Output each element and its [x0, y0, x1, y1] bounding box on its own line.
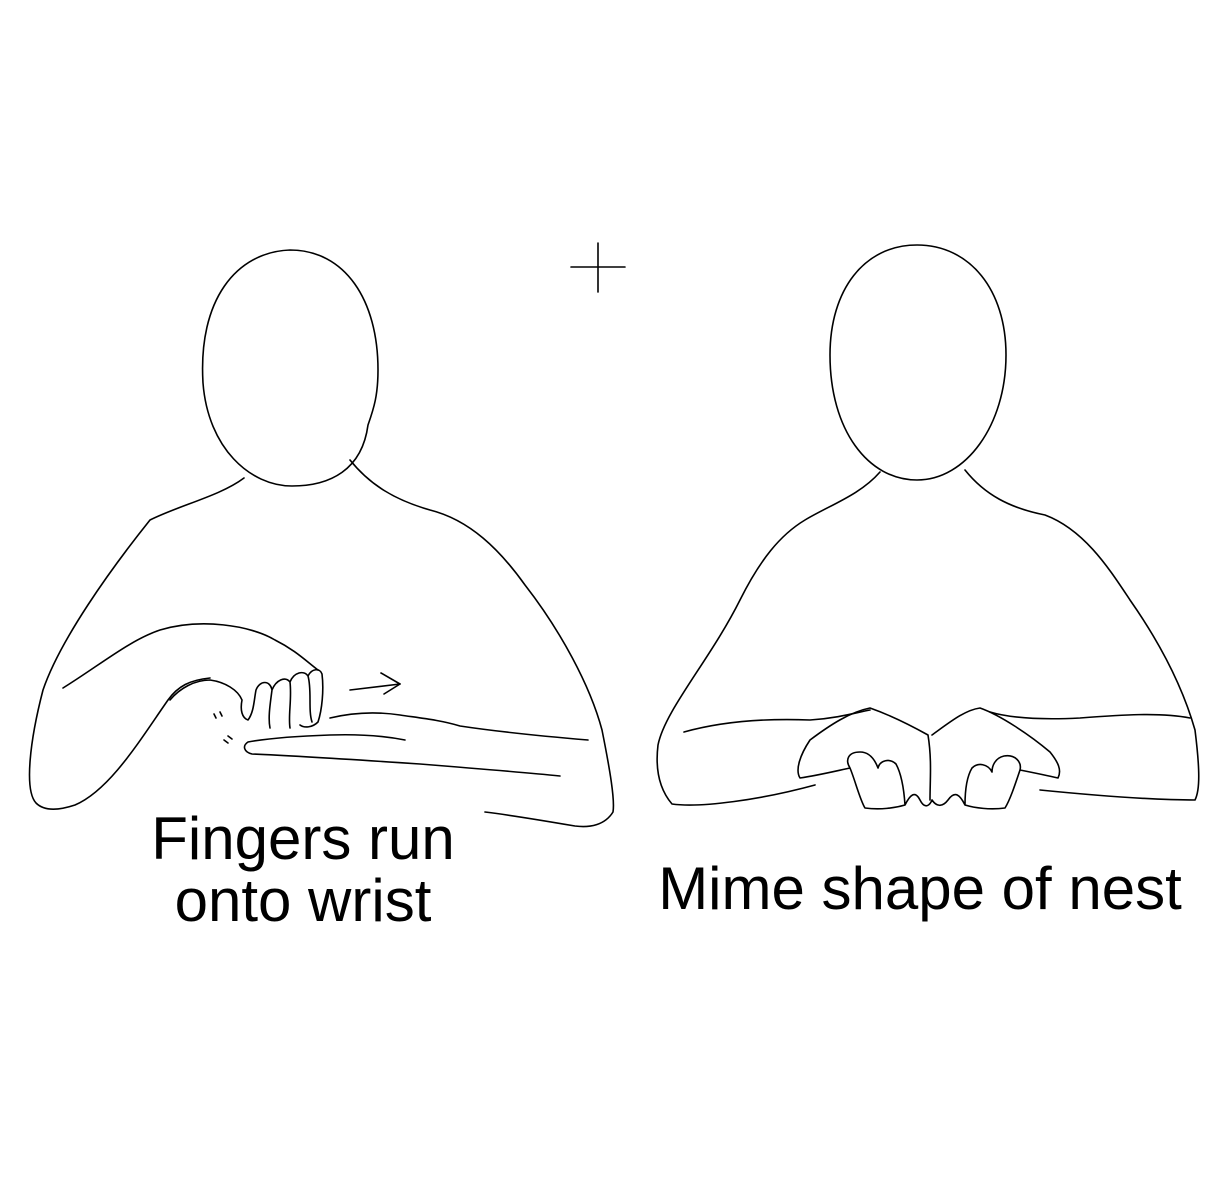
arrow-right-icon — [349, 672, 401, 695]
motion-marks — [213, 711, 233, 744]
passive-hand — [243, 712, 589, 777]
figure-left — [28, 249, 615, 828]
cupped-hands — [797, 707, 1061, 810]
torso-outline — [656, 471, 881, 806]
torso-outline-right — [964, 469, 1200, 801]
caption-mime-nest: Mime shape of nest — [600, 858, 1226, 920]
torso-outline-right — [349, 459, 615, 828]
left-forearm — [62, 623, 319, 689]
caption-line: Mime shape of nest — [658, 855, 1182, 922]
head — [201, 249, 379, 487]
crosshair-icon — [570, 242, 626, 293]
caption-line: onto wrist — [174, 867, 432, 934]
head — [829, 244, 1007, 481]
forearms — [683, 709, 1191, 733]
active-hand — [169, 668, 324, 729]
torso-outline — [28, 477, 245, 811]
figure-right — [656, 244, 1200, 810]
caption-line: Fingers run — [151, 805, 455, 872]
caption-fingers-run: Fingers run onto wrist — [103, 808, 503, 932]
